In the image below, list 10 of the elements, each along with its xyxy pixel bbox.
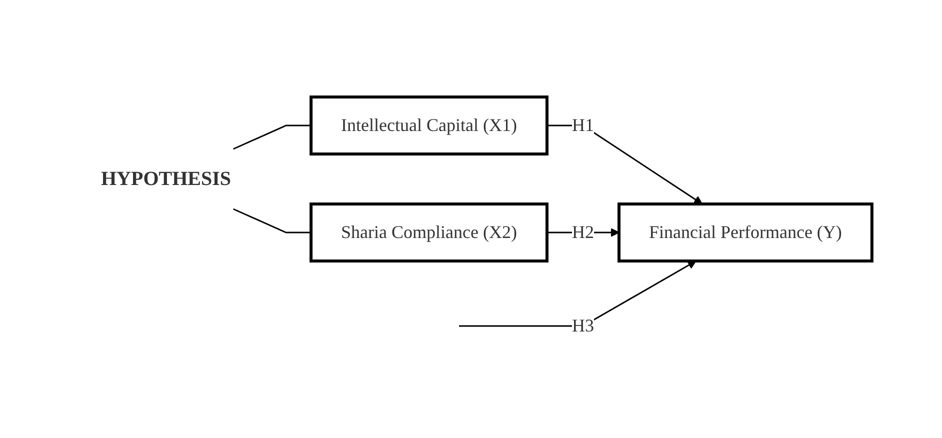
connector: [232, 124, 311, 150]
connector: [232, 208, 311, 234]
arrow: [458, 260, 696, 327]
edge-label: H1: [572, 115, 594, 135]
edge-label: H3: [572, 316, 594, 336]
node-box: Sharia Compliance (X2): [309, 202, 548, 262]
node-box: Intellectual Capital (X1): [309, 96, 548, 156]
node-text: HYPOTHESIS: [100, 168, 231, 190]
node-box: Financial Performance (Y): [617, 202, 873, 262]
edge-label: H2: [572, 222, 594, 242]
